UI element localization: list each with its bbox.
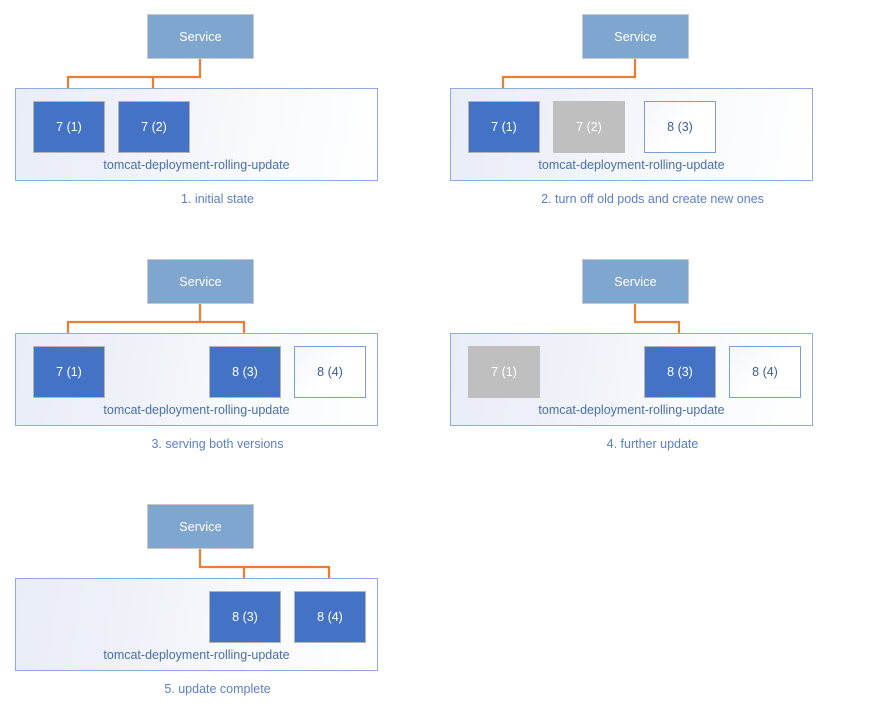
step-caption: 3. serving both versions bbox=[151, 437, 284, 451]
step-caption: 2. turn off old pods and create new ones bbox=[541, 192, 764, 206]
service-label: Service bbox=[179, 29, 222, 44]
rolling-update-step-panel: Service 7 (1) 7 (2) 8 (3) tomcat-deployment-… bbox=[435, 0, 870, 230]
pod-box[interactable]: 8 (3) bbox=[644, 101, 716, 153]
service-label: Service bbox=[179, 274, 222, 289]
service-box[interactable]: Service bbox=[582, 14, 689, 59]
pod-label: 7 (1) bbox=[56, 365, 82, 379]
deployment-name-label: tomcat-deployment-rolling-update bbox=[103, 648, 290, 662]
deployment-name-label: tomcat-deployment-rolling-update bbox=[103, 403, 290, 417]
deployment-name-label: tomcat-deployment-rolling-update bbox=[538, 158, 725, 172]
pod-label: 8 (3) bbox=[667, 365, 693, 379]
pod-box[interactable]: 8 (3) bbox=[209, 346, 281, 398]
pod-box[interactable]: 8 (4) bbox=[729, 346, 801, 398]
pod-box[interactable]: 8 (3) bbox=[209, 591, 281, 643]
deployment-container[interactable]: 7 (1) 7 (2) 8 (3) tomcat-deployment-rolling… bbox=[450, 88, 813, 181]
service-box[interactable]: Service bbox=[147, 259, 254, 304]
pod-label: 8 (4) bbox=[317, 610, 343, 624]
service-box[interactable]: Service bbox=[147, 14, 254, 59]
step-caption: 4. further update bbox=[606, 437, 699, 451]
service-label: Service bbox=[614, 29, 657, 44]
deployment-container[interactable]: 7 (1) 8 (3) 8 (4) tomcat-deployment-rolling… bbox=[450, 333, 813, 426]
pod-box[interactable]: 7 (1) bbox=[33, 101, 105, 153]
pod-box[interactable]: 8 (4) bbox=[294, 346, 366, 398]
pod-label: 8 (3) bbox=[232, 610, 258, 624]
rolling-update-step-panel: Service 8 (3) 8 (4) tomcat-deployment-rolli… bbox=[0, 490, 435, 720]
deployment-container[interactable]: 7 (1) 7 (2) tomcat-deployment-rolling-upda… bbox=[15, 88, 378, 181]
deployment-container[interactable]: 7 (1) 8 (3) 8 (4) tomcat-deployment-rolling… bbox=[15, 333, 378, 426]
pod-box[interactable]: 7 (1) bbox=[468, 346, 540, 398]
rolling-update-step-panel: Service 7 (1) 7 (2) tomcat-deployment-rolli… bbox=[0, 0, 435, 230]
pod-box[interactable]: 7 (2) bbox=[118, 101, 190, 153]
pod-label: 7 (1) bbox=[56, 120, 82, 134]
service-box[interactable]: Service bbox=[147, 504, 254, 549]
rolling-update-step-panel: Service 7 (1) 8 (3) 8 (4) tomcat-deployment-… bbox=[435, 245, 870, 475]
deployment-name-label: tomcat-deployment-rolling-update bbox=[538, 403, 725, 417]
step-caption: 1. initial state bbox=[181, 192, 254, 206]
deployment-container[interactable]: 8 (3) 8 (4) tomcat-deployment-rolling-upda… bbox=[15, 578, 378, 671]
service-label: Service bbox=[179, 519, 222, 534]
pod-label: 8 (4) bbox=[317, 365, 343, 379]
pod-box[interactable]: 8 (3) bbox=[644, 346, 716, 398]
pod-box[interactable]: 8 (4) bbox=[294, 591, 366, 643]
rolling-update-step-panel: Service 7 (1) 8 (3) 8 (4) tomcat-deployment-… bbox=[0, 245, 435, 475]
pod-label: 7 (1) bbox=[491, 365, 517, 379]
pod-label: 7 (1) bbox=[491, 120, 517, 134]
pod-box[interactable]: 7 (1) bbox=[468, 101, 540, 153]
service-label: Service bbox=[614, 274, 657, 289]
pod-label: 8 (4) bbox=[752, 365, 778, 379]
pod-label: 8 (3) bbox=[232, 365, 258, 379]
pod-box[interactable]: 7 (2) bbox=[553, 101, 625, 153]
deployment-name-label: tomcat-deployment-rolling-update bbox=[103, 158, 290, 172]
service-box[interactable]: Service bbox=[582, 259, 689, 304]
pod-label: 8 (3) bbox=[667, 120, 693, 134]
step-caption: 5. update complete bbox=[164, 682, 271, 696]
pod-label: 7 (2) bbox=[141, 120, 167, 134]
pod-box[interactable]: 7 (1) bbox=[33, 346, 105, 398]
pod-label: 7 (2) bbox=[576, 120, 602, 134]
